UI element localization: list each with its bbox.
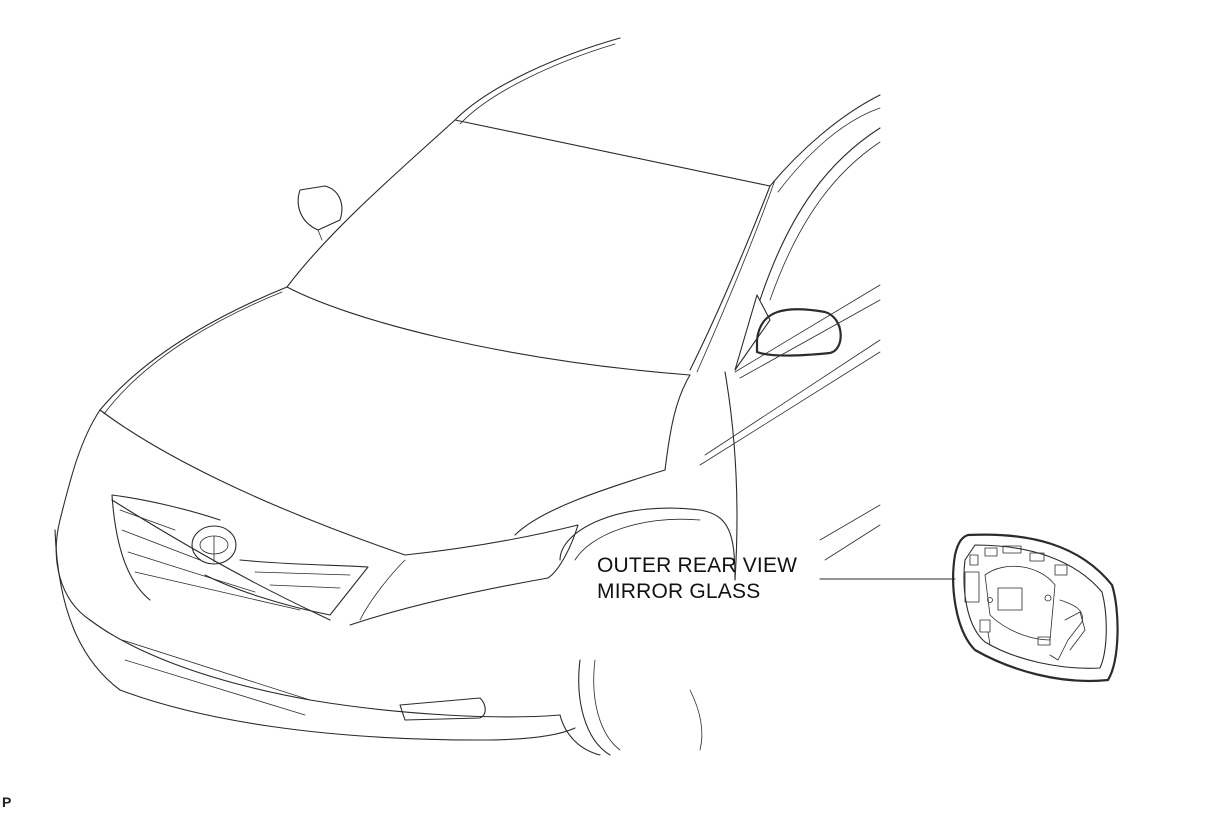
mirror-glass-illustration xyxy=(952,533,1119,683)
callout-label-line1: OUTER REAR VIEW xyxy=(597,554,798,577)
callout-label: OUTER REAR VIEW MIRROR GLASS xyxy=(597,553,797,605)
figure-code: P xyxy=(2,794,12,810)
vehicle-illustration xyxy=(54,37,881,756)
callout-label-line2: MIRROR GLASS xyxy=(597,580,761,603)
